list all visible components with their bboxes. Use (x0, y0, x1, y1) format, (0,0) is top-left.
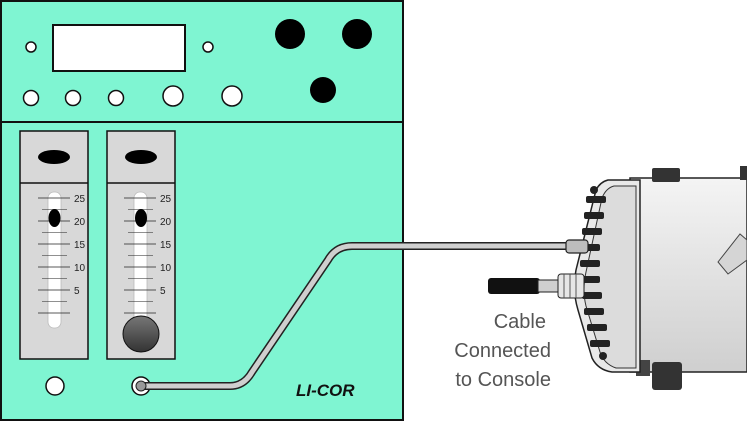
connector-port-1 (275, 19, 305, 49)
flowmeter-1-scale-label-20: 20 (74, 217, 86, 228)
flowmeter-2-scale: 25 20 15 10 5 (124, 194, 172, 314)
flowmeter-1-scale-label-25: 25 (74, 194, 86, 205)
display-window (52, 24, 186, 72)
control-knob-2[interactable] (64, 89, 82, 107)
caption-line-2: Connected (454, 340, 551, 362)
control-knob-5[interactable] (221, 85, 243, 107)
flowmeter-2-scale-label-10: 10 (160, 263, 172, 274)
flowmeter-1-scale: 25 20 15 10 5 (38, 194, 86, 314)
cable-caption: Cable Connected to Console (454, 311, 551, 391)
connector-port-3 (310, 77, 336, 103)
caption-line-1: Cable (494, 311, 546, 333)
flowmeter-2-knob[interactable] (125, 150, 157, 164)
flowmeter-1: 25 20 15 10 5 (19, 130, 89, 360)
flowmeter-1-tube (47, 191, 62, 329)
flowmeter-1-knob[interactable] (38, 150, 70, 164)
flowmeter-2-scale-label-25: 25 (160, 194, 172, 205)
indicator-light-right (202, 41, 214, 53)
flowmeter-1-scale-label-10: 10 (74, 263, 86, 274)
flowmeter-2-ball (122, 315, 160, 353)
control-knob-3[interactable] (107, 89, 125, 107)
flowmeter-2-float (135, 209, 147, 227)
sensor-mount-fins (580, 186, 610, 360)
sensor-auxiliary-connector (488, 273, 585, 299)
flowmeter-2-scale-label-20: 20 (160, 217, 172, 228)
control-knob-4[interactable] (162, 85, 184, 107)
licor-logo: LI-COR (296, 381, 355, 400)
flowmeter-1-float (48, 209, 61, 227)
sensor-cable-connector (565, 239, 589, 254)
cable (135, 242, 576, 392)
flowmeter-1-scale-label-15: 15 (74, 240, 86, 251)
connector-port-2 (342, 19, 372, 49)
sensor-head (488, 166, 747, 390)
flowmeter-1-scale-label-5: 5 (74, 286, 80, 297)
control-knob-1[interactable] (22, 89, 40, 107)
console: 25 20 15 10 5 (0, 0, 404, 421)
indicator-light-left (25, 41, 37, 53)
flowmeter-2-scale-label-15: 15 (160, 240, 172, 251)
flowmeter-2: 25 20 15 10 5 (106, 130, 176, 360)
console-port-left (45, 376, 65, 396)
caption-line-3: to Console (455, 369, 551, 391)
flowmeter-2-scale-label-5: 5 (160, 286, 166, 297)
